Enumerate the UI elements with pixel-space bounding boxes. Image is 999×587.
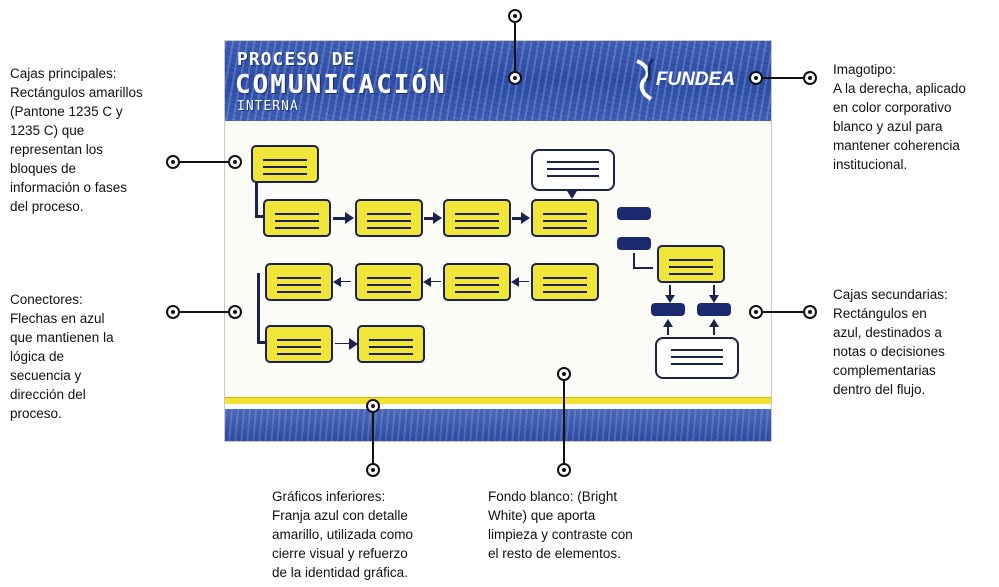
target-connector-icon	[228, 305, 242, 319]
connector-line	[335, 343, 351, 344]
arrow-left-icon	[333, 277, 341, 287]
white-note-box-top	[531, 149, 615, 191]
connector-line	[257, 273, 260, 343]
header-band: PROCESO DE COMUNICACIÓN INTERNA FUNDEA	[225, 41, 771, 121]
arrow-right-icon	[521, 212, 530, 224]
connector-line	[333, 217, 347, 220]
connector-line	[669, 285, 671, 299]
leader-line	[180, 161, 228, 163]
arrow-up-icon	[709, 319, 719, 327]
yellow-box-r2-3	[443, 263, 511, 301]
target-cajas-principales-icon	[166, 155, 180, 169]
arrow-left-icon	[423, 277, 431, 287]
arrow-right-icon	[433, 212, 442, 224]
yellow-box-r2-4	[531, 263, 599, 301]
annotation-cajas-principales: Cajas principales: Rectángulos amarillos…	[10, 66, 143, 214]
leader-line	[180, 311, 228, 313]
logo-mark-icon	[636, 57, 655, 101]
annotation-conectores: Conectores: Flechas en azul que mantiene…	[10, 292, 114, 421]
leader-line	[372, 413, 374, 463]
arrow-up-icon	[663, 319, 673, 327]
target-graficos-icon	[366, 463, 380, 477]
target-background-icon	[557, 367, 571, 381]
yellow-box-r2-1	[265, 263, 333, 301]
annotation-cajas-secundarias: Cajas secundarias: Rectángulos en azul, …	[833, 287, 948, 397]
poster-sketch: PROCESO DE COMUNICACIÓN INTERNA FUNDEA	[224, 40, 772, 442]
connector-line	[425, 281, 441, 282]
blue-box-1	[617, 207, 651, 220]
target-logo-icon	[749, 71, 763, 85]
annotation-fondo-blanco: Fondo blanco: (Bright White) que aporta …	[488, 489, 633, 561]
target-top-icon	[508, 9, 522, 23]
poster-title-line1: PROCESO DE	[237, 49, 356, 70]
connector-line	[257, 341, 265, 344]
yellow-box-r1-1	[263, 199, 331, 237]
target-blue-box-icon	[749, 305, 763, 319]
blue-box-2	[617, 237, 651, 250]
connector-line	[255, 183, 258, 217]
blue-box-4	[697, 303, 731, 316]
connector-line	[512, 217, 523, 220]
leader-line	[763, 77, 803, 79]
connector-line	[424, 217, 435, 220]
connector-line	[713, 321, 715, 335]
bottom-blue-band	[225, 409, 771, 441]
connector-line	[255, 215, 263, 218]
connector-line	[335, 281, 351, 282]
target-conectores-icon	[166, 305, 180, 319]
leader-line	[514, 23, 516, 71]
arrow-down-icon	[709, 295, 719, 303]
arrow-down-icon	[567, 191, 577, 199]
annotation-imagotipo: Imagotipo: A la derecha, aplicado en col…	[833, 62, 966, 172]
logo-text: FUNDEA	[655, 69, 735, 90]
yellow-box-r1-3	[443, 199, 511, 237]
connector-line	[667, 321, 669, 335]
arrow-left-icon	[511, 277, 519, 287]
connector-line	[633, 267, 653, 269]
poster-title-line2: COMUNICACIÓN	[235, 70, 447, 100]
arrow-right-icon	[349, 338, 358, 350]
connector-line	[713, 285, 715, 299]
arrow-down-icon	[665, 295, 675, 303]
annotation-graficos-inferiores: Gráficos inferiores: Franja azul con det…	[272, 489, 414, 580]
yellow-box-r1-4	[531, 199, 599, 237]
yellow-box-r3-1	[265, 325, 333, 363]
target-cajas-secundarias-icon	[803, 305, 817, 319]
leader-line	[563, 381, 565, 463]
target-fondo-icon	[557, 463, 571, 477]
yellow-box-r2-2	[355, 263, 423, 301]
leader-line	[763, 311, 803, 313]
connector-line	[633, 253, 635, 269]
yellow-box-right	[657, 245, 725, 283]
target-imagotipo-icon	[803, 71, 817, 85]
poster-title-line3: INTERNA	[237, 99, 299, 114]
target-bottom-band-icon	[366, 399, 380, 413]
target-yellow-box-icon	[228, 155, 242, 169]
arrow-right-icon	[345, 212, 354, 224]
yellow-box-r3-2	[357, 325, 425, 363]
bottom-yellow-stripe	[225, 397, 771, 404]
target-header-icon	[508, 71, 522, 85]
yellow-box-start	[251, 145, 319, 183]
yellow-box-r1-2	[355, 199, 423, 237]
connector-line	[513, 281, 529, 282]
white-note-box-bottom	[655, 337, 739, 379]
blue-box-3	[651, 303, 685, 316]
